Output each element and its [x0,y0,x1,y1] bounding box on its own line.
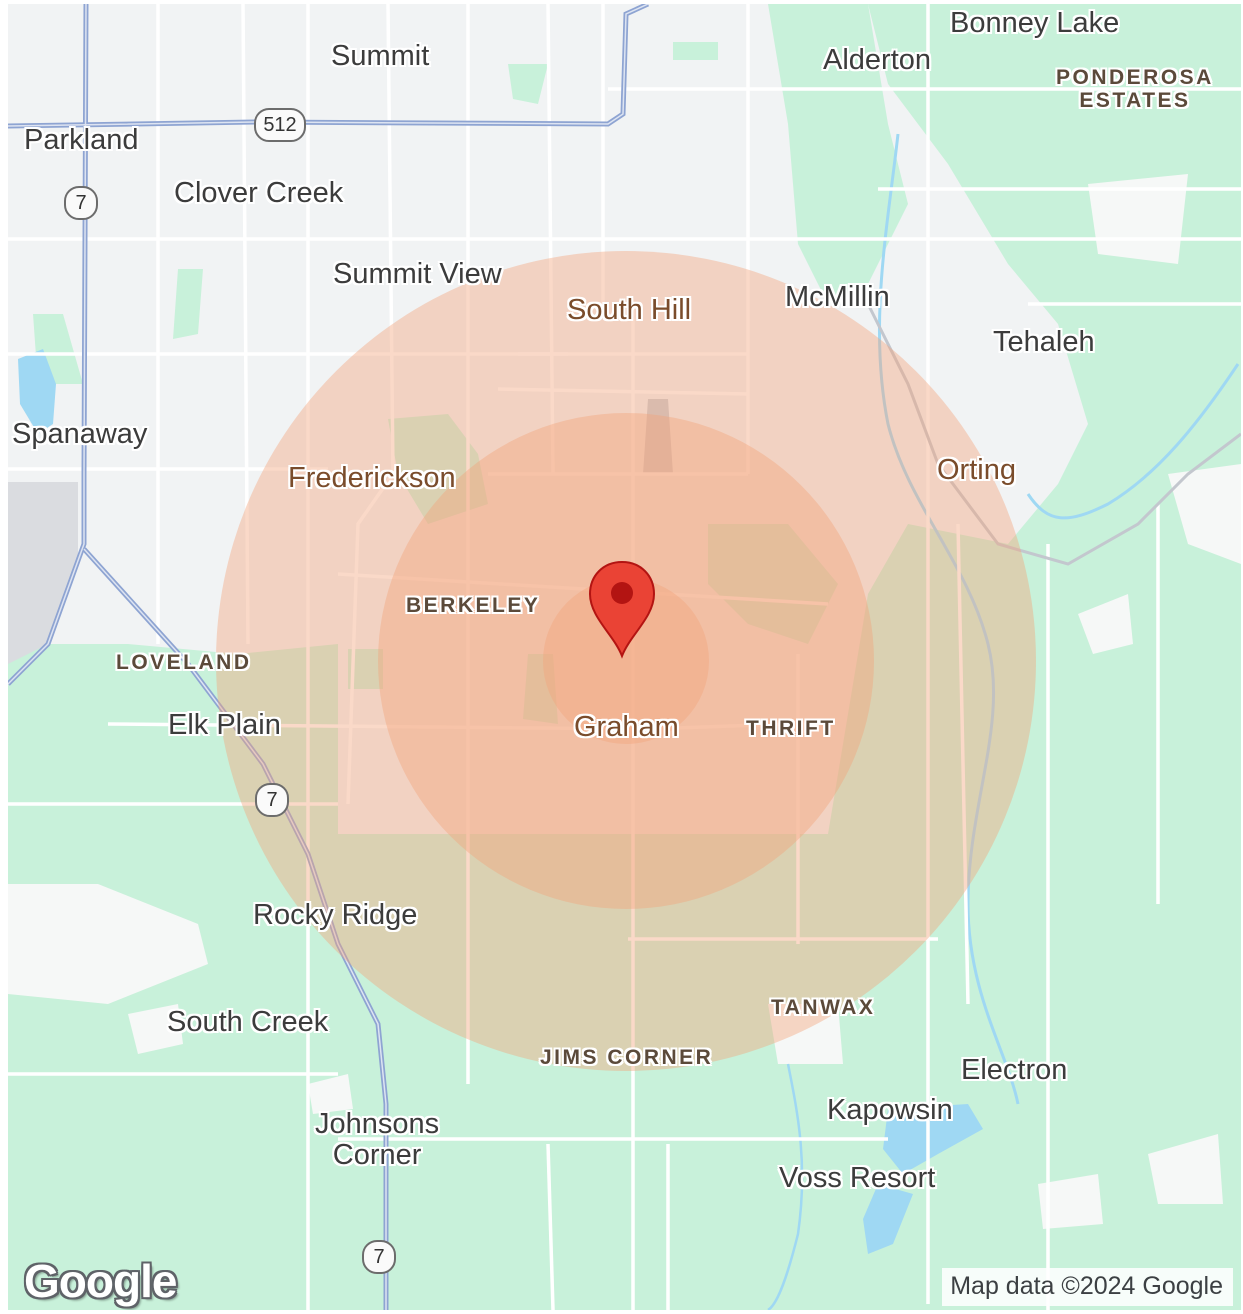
forest-area [388,414,488,524]
place-label-jims-corner: JIMS CORNER [540,1046,714,1069]
google-logo[interactable]: Google [24,1255,177,1307]
forest-area [8,4,1241,1310]
place-label-mcmillin: McMillin [785,281,890,313]
forest-area [673,42,718,60]
urban-area [643,399,673,474]
forest-area [708,524,838,644]
place-label-kapowsin: Kapowsin [827,1094,953,1126]
place-label-tanwax: TANWAX [771,996,876,1019]
forest-area [173,269,203,339]
place-label-berkeley: BERKELEY [406,594,541,617]
forest-area [348,649,383,689]
clearing-area [768,1004,843,1064]
lake-water [883,1104,983,1174]
place-label-frederickson: Frederickson [288,462,456,494]
clearing-area [1078,594,1133,654]
map-attribution[interactable]: Map data ©2024 Google [942,1268,1233,1306]
place-label-summit: Summit [331,40,430,72]
clearing-area [308,1074,353,1114]
river [877,133,1020,1105]
place-label-voss-resort: Voss Resort [779,1162,936,1194]
forest-area [523,654,558,724]
place-label-spanaway: Spanaway [12,418,148,450]
place-label-ponderosa-estates: PONDEROSA ESTATES [1056,66,1214,112]
place-label-rocky-ridge: Rocky Ridge [253,899,418,931]
urban-area [8,482,78,664]
clearing-area [128,1004,183,1054]
clearing-area [1168,464,1241,564]
clearing-area [1088,174,1188,264]
radius-ring-outer [216,251,1036,1071]
place-label-electron: Electron [961,1054,1068,1086]
place-label-bonney-lake: Bonney Lake [950,7,1120,39]
arterial-road [866,303,1241,566]
place-label-clover-creek: Clover Creek [174,177,344,209]
place-label-alderton: Alderton [823,44,932,76]
lake-water [863,1184,913,1254]
clearing-area [1148,1134,1223,1204]
place-label-parkland: Parkland [24,124,139,156]
place-label-south-creek: South Creek [167,1006,329,1038]
river [767,1063,804,1310]
route-shield-7: 7 [64,186,98,220]
lake-water [18,349,56,434]
clearing-area [8,884,208,1004]
local-roads [8,4,1241,1310]
radius-ring-inner [543,578,709,744]
place-label-south-hill: South Hill [567,294,692,326]
place-label-summit-view: Summit View [333,258,502,290]
river [1026,363,1240,520]
place-label-graham: Graham [574,711,679,743]
place-label-loveland: LOVELAND [116,651,252,674]
place-label-tehaleh: Tehaleh [993,326,1095,358]
place-label-thrift: THRIFT [746,717,836,740]
map-canvas[interactable]: Bonney Lake Alderton Summit PONDEROSA ES… [8,4,1241,1310]
route-shield-512: 512 [254,108,306,142]
map-pin-icon[interactable] [587,559,657,659]
forest-area [768,4,908,304]
forest-area [508,64,548,104]
place-label-johnsons-corner: Johnsons Corner [315,1108,440,1172]
route-shield-7: 7 [255,783,289,817]
place-label-orting: Orting [937,454,1016,486]
radius-ring-middle [378,413,874,909]
map-basemap [8,4,1241,1310]
route-shield-7: 7 [362,1240,396,1274]
highways-highlight [8,4,649,1310]
clearing-area [1038,1174,1103,1229]
place-label-elk-plain: Elk Plain [168,709,281,741]
